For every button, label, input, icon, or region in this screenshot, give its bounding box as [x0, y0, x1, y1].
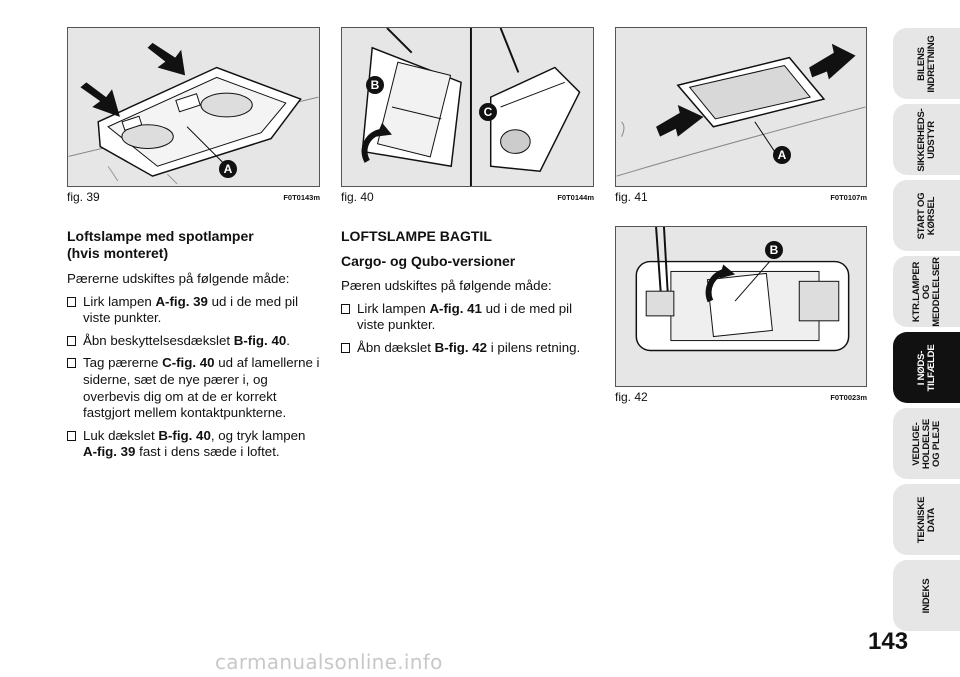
- tab-sikkerhedsudstyr[interactable]: SIKKERHEDS- UDSTYR: [893, 104, 960, 175]
- callout-a-fig41: A: [773, 146, 791, 164]
- checkbox-bullet-icon: [67, 358, 76, 369]
- figure-42-code: F0T0023m: [830, 393, 867, 402]
- heading-line-2: (hvis monteret): [67, 245, 169, 261]
- figure-39-image: A: [67, 27, 320, 187]
- watermark: carmanualsonline.info: [215, 650, 443, 674]
- step-item: Tag pærerne C-fig. 40 ud af lamellerne i…: [67, 355, 321, 421]
- figure-42-image: B: [615, 226, 867, 387]
- left-text-section: Loftslampe med spotlamper (hvis monteret…: [67, 228, 321, 467]
- figure-40-caption: fig. 40: [341, 190, 374, 204]
- lamp-cover-bulbs-illustration: [361, 28, 581, 186]
- figure-41-caption: fig. 41: [615, 190, 648, 204]
- page-number: 143: [868, 628, 909, 655]
- figure-40-code: F0T0144m: [557, 193, 594, 202]
- figure-39-code: F0T0143m: [283, 193, 320, 202]
- checkbox-bullet-icon: [341, 342, 350, 353]
- figure-41-code: F0T0107m: [830, 193, 867, 202]
- step-item: Lirk lampen A-fig. 41 ud i de med pil vi…: [341, 301, 595, 334]
- middle-text-section: LOFTSLAMPE BAGTIL Cargo- og Qubo-version…: [341, 228, 595, 362]
- section-heading: Loftslampe med spotlamper (hvis monteret…: [67, 228, 321, 262]
- tab-vedligeholdelse[interactable]: VEDLIGE- HOLDELSE OG PLEJE: [893, 408, 960, 479]
- tab-tekniske-data[interactable]: TEKNISKE DATA: [893, 484, 960, 555]
- step-item: Åbn dækslet B-fig. 42 i pilens retning.: [341, 340, 595, 357]
- figure-42-caption: fig. 42: [615, 390, 648, 404]
- tab-indeks[interactable]: INDEKS: [893, 560, 960, 631]
- step-item: Lirk lampen A-fig. 39 ud i de med pil vi…: [67, 294, 321, 327]
- checkbox-bullet-icon: [67, 296, 76, 307]
- callout-a-fig39: A: [219, 160, 237, 178]
- tab-i-nodstilfaelde[interactable]: I NØDS- TILFÆLDE: [893, 332, 960, 403]
- tab-start-og-korsel[interactable]: START OG KØRSEL: [893, 180, 960, 251]
- checkbox-bullet-icon: [67, 430, 76, 441]
- tab-ktr-lamper[interactable]: KTR.LAMPER OG MEDDELELSER: [893, 256, 960, 327]
- figure-41-image: A: [615, 27, 867, 187]
- rear-ceiling-lamp-illustration: [616, 43, 866, 177]
- callout-b-fig42: B: [765, 241, 783, 259]
- intro-text: Pæren udskiftes på følgende måde:: [341, 278, 552, 293]
- checkbox-bullet-icon: [341, 303, 350, 314]
- section-subheading: Cargo- og Qubo-versioner: [341, 253, 516, 269]
- figure-40-image: B C: [341, 27, 594, 187]
- step-item: Luk dækslet B-fig. 40, og tryk lampen A-…: [67, 428, 321, 461]
- intro-text: Pærerne udskiftes på følgende måde:: [67, 271, 290, 286]
- heading-line-1: Loftslampe med spotlamper: [67, 228, 254, 244]
- step-item: Åbn beskyttelsesdækslet B-fig. 40.: [67, 333, 321, 350]
- callout-b-fig40: B: [366, 76, 384, 94]
- tab-bilens-indretning[interactable]: BILENS INDRETNING: [893, 28, 960, 99]
- checkbox-bullet-icon: [67, 335, 76, 346]
- lamp-cover-open-illustration: [635, 227, 850, 352]
- section-heading: LOFTSLAMPE BAGTIL: [341, 228, 492, 244]
- dome-lamp-spotlights-illustration: [68, 42, 319, 185]
- figure-39-caption: fig. 39: [67, 190, 100, 204]
- callout-c-fig40: C: [479, 103, 497, 121]
